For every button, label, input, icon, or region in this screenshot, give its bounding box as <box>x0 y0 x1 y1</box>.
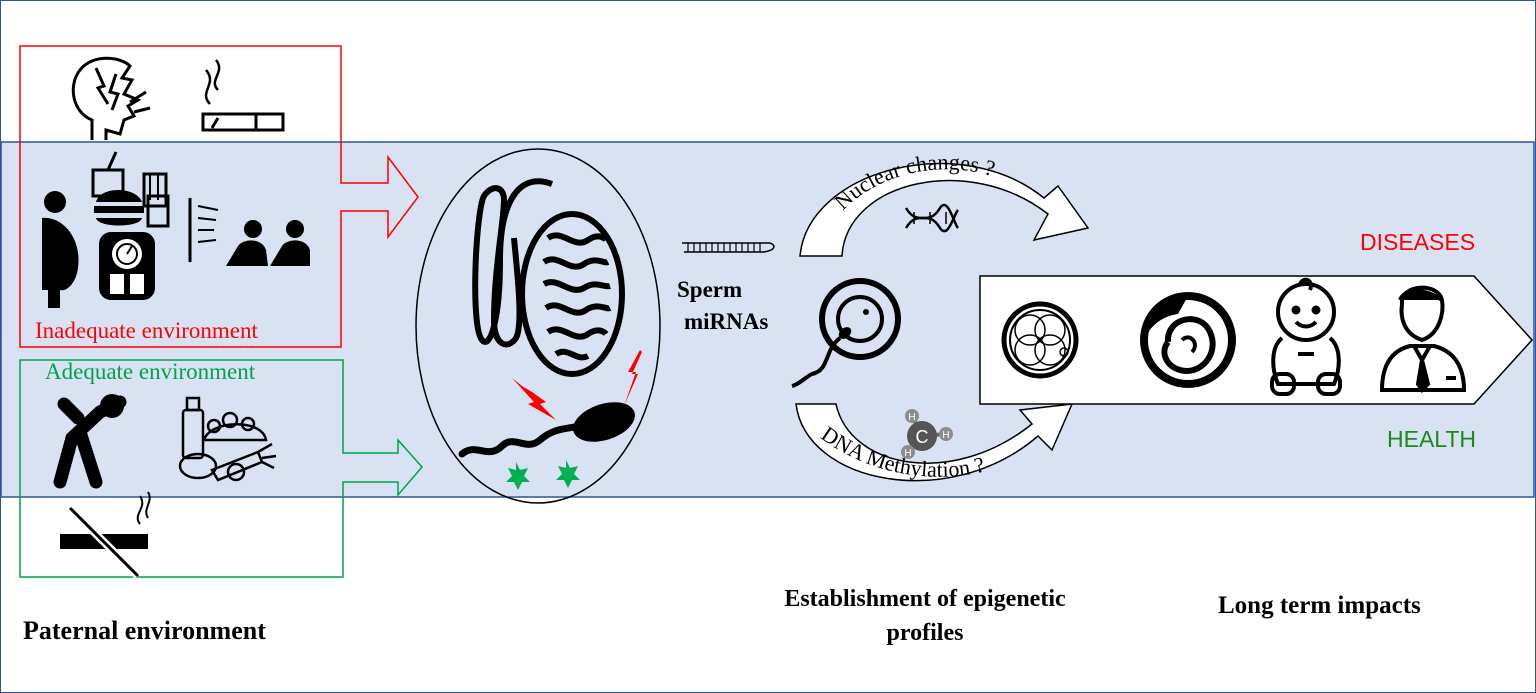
green-star-icon <box>506 460 580 490</box>
methyl-atom-h1: H <box>908 412 915 423</box>
long-term-impacts-title: Long term impacts <box>1218 592 1421 619</box>
weight-scale-icon <box>99 232 155 300</box>
baby-icon <box>1270 277 1342 396</box>
sperm-icon <box>458 402 635 458</box>
obesity-icon <box>42 191 79 308</box>
epigenetic-profiles-title-line1: Establishment of epigenetic <box>784 586 1066 612</box>
health-label: HEALTH <box>1387 426 1477 452</box>
healthy-food-icon <box>178 396 277 482</box>
inadequate-arrow-box <box>19 45 419 348</box>
inadequate-environment-label: Inadequate environment <box>35 318 258 343</box>
dna-helix-icon <box>904 204 960 233</box>
mirna-hairpin-icon <box>682 242 775 253</box>
cigarette-icon <box>201 59 285 132</box>
screen-exposure-icon <box>188 198 310 266</box>
testis-icon <box>472 178 625 377</box>
no-smoking-icon <box>60 491 151 579</box>
stretching-exercise-icon <box>53 394 127 489</box>
stress-head-icon <box>71 56 151 140</box>
fast-food-icon <box>91 151 170 228</box>
paternal-environment-title: Paternal environment <box>23 616 266 645</box>
diseases-label: DISEASES <box>1360 229 1476 255</box>
long-term-arrow <box>979 275 1534 405</box>
sperm-mirnas-label-line1: Sperm <box>677 277 743 302</box>
adequate-arrow-box <box>19 359 423 578</box>
epigenetic-profiles-title: Establishment of epigenetic profiles <box>724 582 1126 650</box>
epigenetic-profiles-title-line2: profiles <box>886 620 964 646</box>
methyl-atom-c: C <box>916 427 929 447</box>
methyl-group-icon: H H H C <box>901 409 953 459</box>
embryo-icon <box>1001 301 1079 379</box>
methyl-atom-h2: H <box>942 430 949 441</box>
red-lightning-icon <box>512 350 642 420</box>
dna-methylation-arrow <box>795 403 1074 482</box>
adult-man-icon <box>1379 285 1467 394</box>
testis-oval <box>415 148 661 504</box>
methyl-atom-h3: H <box>904 448 911 459</box>
fetus-icon <box>1140 292 1236 388</box>
sperm-mirnas-label-line2: miRNAs <box>684 309 769 334</box>
nuclear-changes-arrow <box>799 162 1090 257</box>
adequate-environment-label: Adequate environment <box>45 359 256 384</box>
fertilization-icon <box>791 278 901 388</box>
